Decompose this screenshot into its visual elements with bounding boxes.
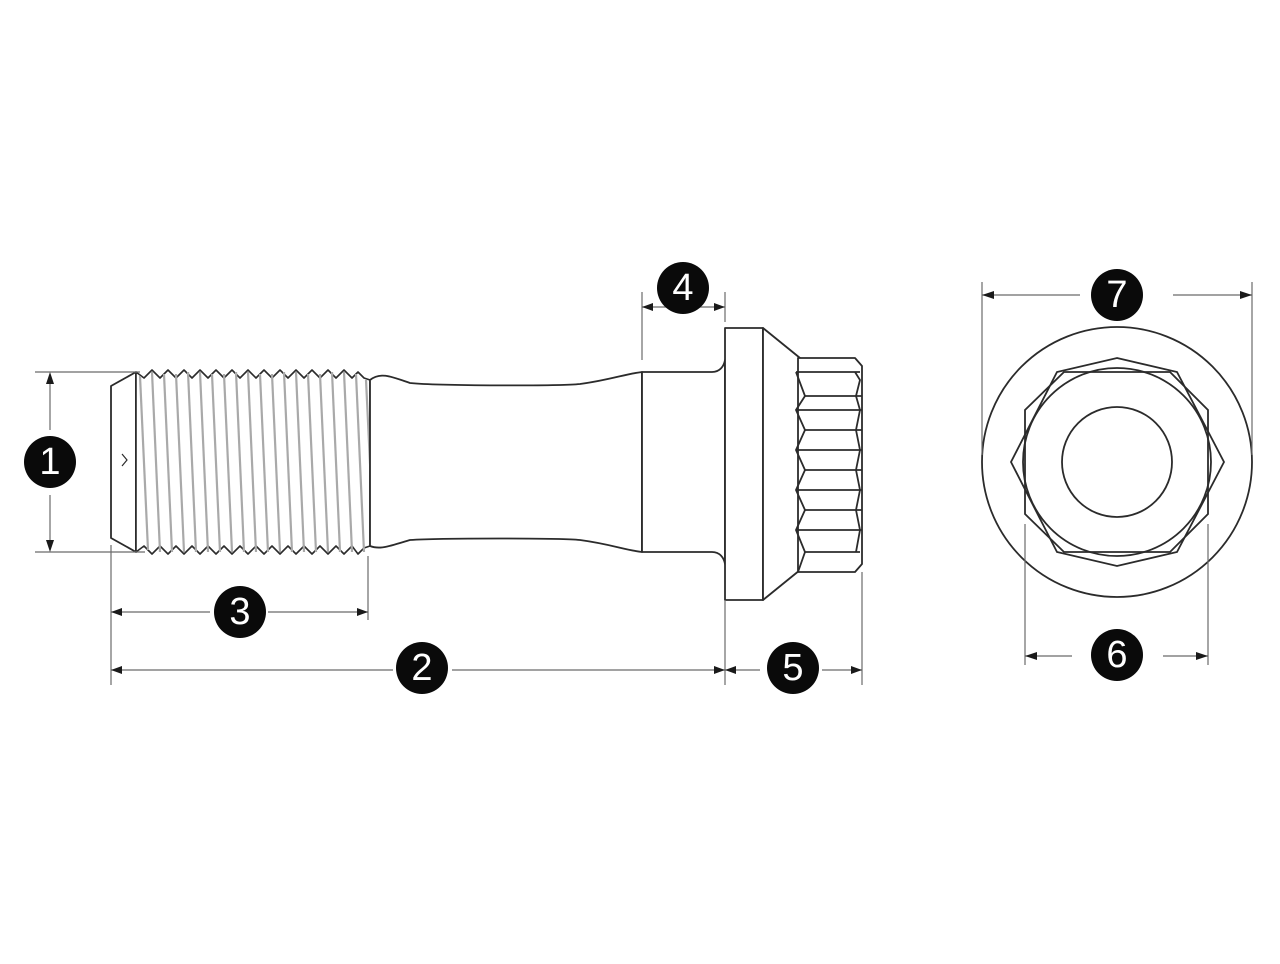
threaded-section bbox=[110, 369, 374, 555]
thread-helix-lines bbox=[138, 371, 374, 553]
callout-3: 3 bbox=[229, 591, 251, 633]
shoulder bbox=[641, 359, 726, 565]
bolt-side-view bbox=[110, 327, 863, 601]
twelve-point-head bbox=[794, 357, 863, 573]
dimension-lines bbox=[35, 282, 1253, 685]
bearing-circle bbox=[1022, 367, 1212, 557]
callout-7: 7 bbox=[1106, 274, 1128, 316]
head-flange bbox=[724, 327, 764, 601]
callout-5: 5 bbox=[782, 647, 804, 689]
callout-badges bbox=[24, 262, 1143, 694]
bolt-end-view bbox=[981, 326, 1253, 598]
bore-circle bbox=[1061, 406, 1173, 518]
callout-4: 4 bbox=[672, 267, 694, 309]
callout-1: 1 bbox=[39, 441, 61, 483]
twelve-point-outer-hex-a bbox=[1009, 357, 1226, 567]
callout-6: 6 bbox=[1106, 634, 1128, 676]
callout-2: 2 bbox=[411, 647, 433, 689]
bolt-tip-chamfer bbox=[110, 371, 137, 553]
head-cone bbox=[762, 327, 801, 601]
reduced-shank bbox=[369, 371, 643, 553]
